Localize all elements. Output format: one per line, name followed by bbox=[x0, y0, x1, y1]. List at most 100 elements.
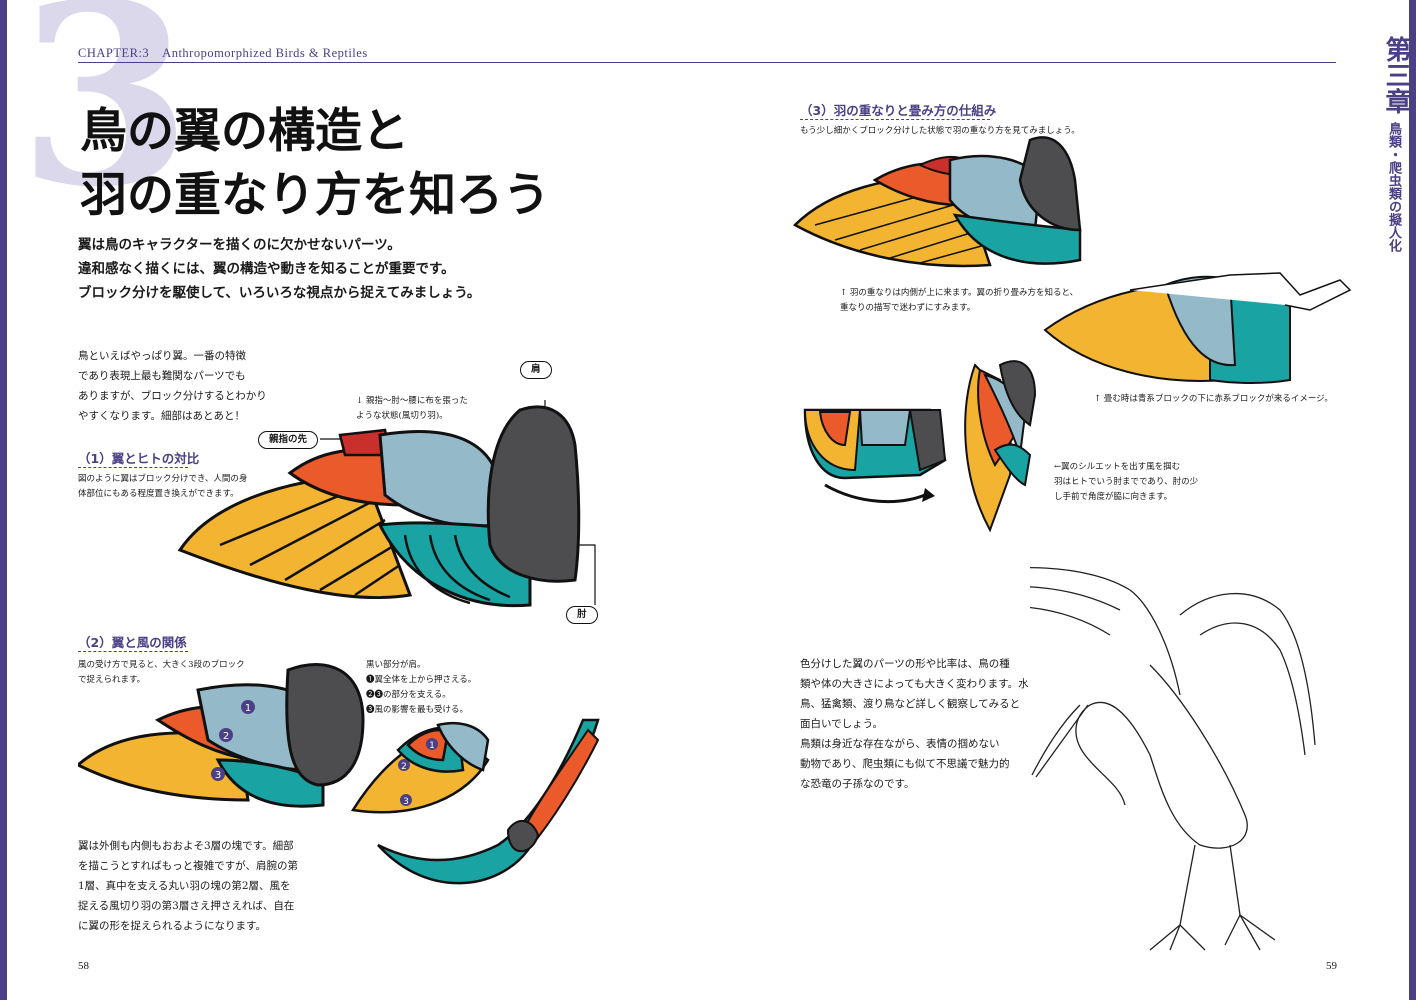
label-elbow: 肘 bbox=[566, 606, 598, 624]
note3-line: ←翼のシルエットを出す風を掴む bbox=[1054, 462, 1181, 472]
fold-arrow-line bbox=[824, 483, 926, 503]
fold-arrow-head bbox=[922, 488, 935, 502]
section1-underline bbox=[78, 466, 188, 468]
heron-beak-lower bbox=[1035, 704, 1089, 778]
lead-line: ブロック分けを駆使して、いろいろな視点から捉えてみましょう。 bbox=[78, 285, 481, 301]
wing-spread-diagram bbox=[792, 136, 1082, 268]
shoulder-dark-shape-2 bbox=[285, 662, 365, 787]
note1-line: ↑ 羽の重なりは内側が上に来ます。翼の折り畳み方を知ると、 bbox=[840, 288, 1079, 298]
legend-line: 黒い部分が肩。 bbox=[366, 660, 426, 670]
wing-folded-side-diagram bbox=[964, 360, 1037, 533]
folded-wing-blue bbox=[436, 721, 490, 772]
light-blue-covert-shape bbox=[378, 430, 502, 528]
section1-note-line: ような状態(風切り羽)。 bbox=[356, 411, 448, 421]
intro-line: ありますが、ブロック分けするとわかり bbox=[78, 390, 267, 402]
spread-teal bbox=[952, 213, 1082, 265]
heron-right-leg bbox=[1229, 844, 1261, 951]
footer-line: を描こうとすればもっと複雑ですが、肩腕の第 bbox=[78, 860, 298, 872]
back-bones bbox=[1129, 272, 1352, 311]
swoop-wing-dark bbox=[506, 820, 540, 853]
section1-heading: （1）翼とヒトの対比 bbox=[78, 451, 200, 466]
marker-1b bbox=[426, 738, 438, 750]
marker-2b bbox=[398, 759, 410, 771]
marker-1 bbox=[241, 700, 255, 714]
intro-paragraph: 鳥といえばやっぱり翼。一番の特徴 であり表現上最も難関なパーツでも ありますが、… bbox=[78, 346, 267, 426]
note3-line: し手前で角度が脇に向きます。 bbox=[1054, 492, 1173, 502]
heron-left-leg bbox=[1149, 844, 1196, 951]
footer-line: 捉える風切り羽の第3層さえ押さえれば、自在 bbox=[78, 900, 295, 912]
section3-intro: もう少し細かくブロック分けした状態で羽の重なり方を見てみましょう。 bbox=[800, 126, 1080, 136]
header-rule bbox=[78, 62, 1336, 63]
block-orange bbox=[818, 411, 852, 447]
wing-back-diagram bbox=[1043, 272, 1352, 385]
legend-line: ❷❸の部分を支える。 bbox=[366, 690, 451, 700]
fold-side-teal bbox=[993, 443, 1032, 487]
note1-line: 重なりの描写で迷わずにすみます。 bbox=[840, 303, 976, 313]
section2-body: 風の受け方で見ると、大きく3段のブロック で捉えられます。 bbox=[78, 658, 245, 688]
intro-line: 鳥といえばやっぱり翼。一番の特徴 bbox=[78, 350, 246, 362]
section3-underline bbox=[800, 118, 990, 120]
legend-line: ❸風の影響を最も受ける。 bbox=[366, 705, 469, 715]
back-blue bbox=[1163, 275, 1237, 367]
marker-2-text: 2 bbox=[223, 731, 229, 742]
closing-line: 面白いでしょう。 bbox=[800, 718, 884, 730]
section2-body-line: 風の受け方で見ると、大きく3段のブロック bbox=[78, 660, 245, 670]
marker-3-text: 3 bbox=[215, 770, 221, 781]
title-line-1: 鳥の翼の構造と bbox=[80, 104, 409, 159]
marker-3b bbox=[400, 794, 412, 806]
teal-feather-lines bbox=[403, 534, 511, 605]
closing-line: 動物であり、爬虫類にも似て不思議で魅力的 bbox=[800, 758, 1010, 770]
wing-wind-diagram: 1 2 3 1 2 3 bbox=[78, 662, 600, 885]
marker-3 bbox=[211, 767, 225, 781]
closing-line: 鳥類は身近な存在ながら、表情の掴めない bbox=[800, 738, 1000, 750]
section3-note3: ←翼のシルエットを出す風を掴む 羽はヒトでいう肘までであり、肘の少 し手前で角度… bbox=[1054, 460, 1198, 505]
closing-line: 類や体の大きさによっても大きく変わります。水 bbox=[800, 678, 1029, 690]
closing-paragraph: 色分けした翼のパーツの形や比率は、鳥の種 類や体の大きさによっても大きく変わりま… bbox=[800, 654, 1029, 794]
heron-right-wing-inner bbox=[1199, 622, 1306, 756]
note3-line: 羽はヒトでいう肘までであり、肘の少 bbox=[1054, 477, 1199, 487]
section2-underline bbox=[78, 650, 188, 652]
spread-dark bbox=[1018, 136, 1082, 232]
heron-left-foot bbox=[1169, 924, 1206, 951]
chapter-header: CHAPTER:3 Anthropomorphized Birds & Rept… bbox=[78, 46, 368, 60]
intro-line: であり表現上最も難関なパーツでも bbox=[78, 370, 246, 382]
heron-left-wing bbox=[1030, 567, 1181, 696]
section2-heading: （2）翼と風の関係 bbox=[78, 635, 187, 650]
left-edge-bar bbox=[0, 0, 7, 1000]
block-blue bbox=[858, 409, 912, 446]
marker-2b-text: 2 bbox=[401, 762, 407, 772]
legend-line: ❶翼全体を上から押さえる。 bbox=[366, 675, 477, 685]
section2-legend: 黒い部分が肩。 ❶翼全体を上から押さえる。 ❷❸の部分を支える。 ❸風の影響を最… bbox=[366, 658, 476, 718]
closing-line: な恐竜の子孫なのです。 bbox=[800, 778, 915, 790]
marker-3b-text: 3 bbox=[403, 797, 409, 807]
section1-note: ↓ 親指〜肘〜腰に布を張った ような状態(風切り羽)。 bbox=[356, 394, 468, 424]
heron-body bbox=[1149, 664, 1248, 849]
block-dark bbox=[908, 409, 947, 472]
heron-neck bbox=[1075, 701, 1151, 806]
heron-sketch-illustration bbox=[1030, 567, 1316, 951]
spread-feather-lines bbox=[814, 184, 986, 264]
lead-line: 違和感なく描くには、翼の構造や動きを知ることが重要です。 bbox=[78, 261, 455, 277]
side-chapter-label: 第三章 bbox=[1381, 36, 1411, 114]
wing-diagram-main bbox=[177, 400, 596, 608]
intro-line: やすくなります。細部はあとあと！ bbox=[78, 410, 245, 422]
heron-beak bbox=[1031, 704, 1081, 776]
section3-note2: ↑ 畳む時は青系ブロックの下に赤系ブロックが来るイメージ。 bbox=[1094, 394, 1333, 404]
label-shoulder: 肩 bbox=[520, 361, 552, 379]
heron-left-wing-inner bbox=[1030, 607, 1111, 636]
lead-paragraph: 翼は鳥のキャラクターを描くのに欠かせないパーツ。 違和感なく描くには、翼の構造や… bbox=[78, 233, 480, 305]
footer-line: 翼は外側も内側もおおよそ3層の塊です。細部 bbox=[78, 840, 294, 852]
section1-body-line: 図のように翼はブロック分けでき、人間の身 bbox=[78, 474, 248, 484]
marker-1-text: 1 bbox=[245, 703, 251, 714]
closing-line: 色分けした翼のパーツの形や比率は、鳥の種 bbox=[800, 658, 1010, 670]
block-fold-diagram bbox=[803, 408, 947, 503]
section2-footer: 翼は外側も内側もおおよそ3層の塊です。細部 を描こうとすればもっと複雑ですが、肩… bbox=[78, 836, 298, 936]
heron-left-wing-inner bbox=[1030, 586, 1121, 611]
primary-feathers-shape bbox=[177, 473, 413, 600]
title-line-2: 羽の重なり方を知ろう bbox=[80, 168, 550, 223]
page-number-right: 59 bbox=[1326, 960, 1337, 972]
section3-note1: ↑ 羽の重なりは内側が上に来ます。翼の折り畳み方を知ると、 重なりの描写で迷わず… bbox=[840, 286, 1078, 316]
swoop-wing-orange bbox=[516, 728, 600, 852]
primary-feather-lines bbox=[219, 483, 401, 597]
right-edge-bar bbox=[1409, 0, 1416, 1000]
